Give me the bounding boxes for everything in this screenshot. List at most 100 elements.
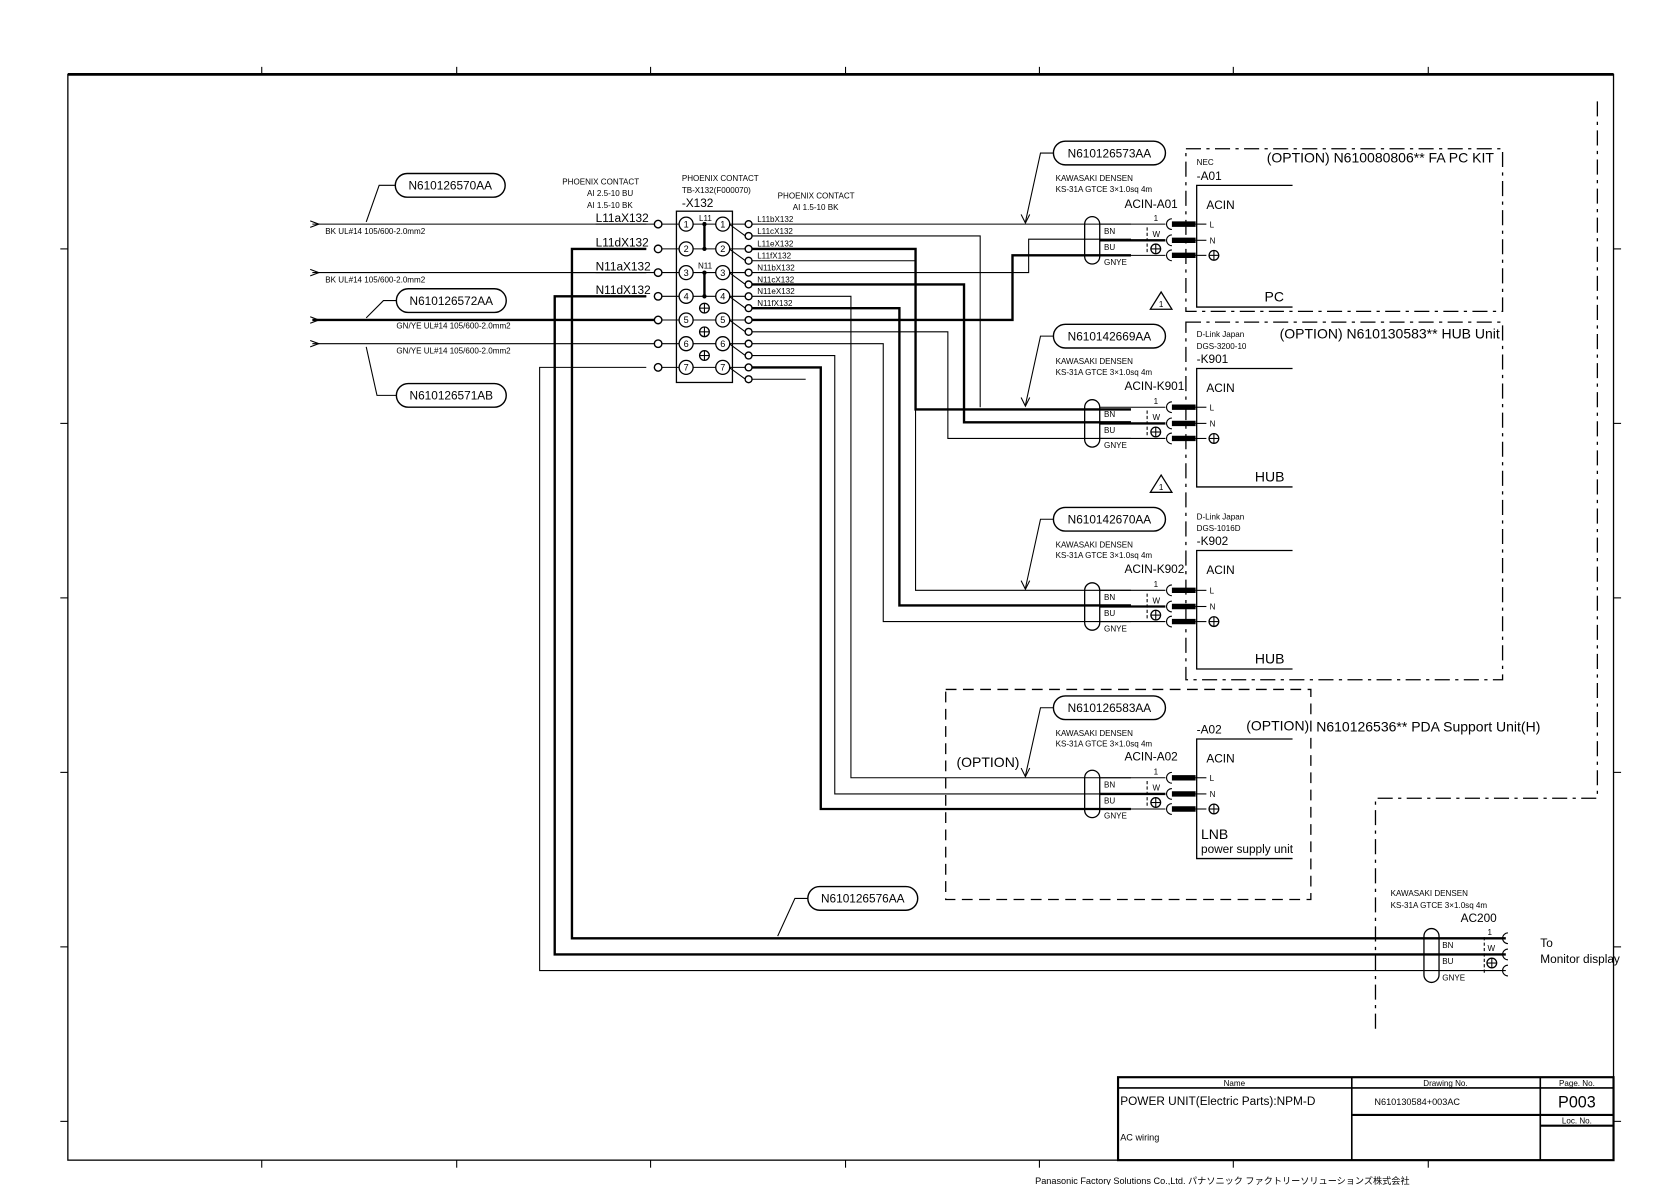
inlet-label: ACIN bbox=[1206, 381, 1234, 395]
cable-tag[interactable]: N610142670AA bbox=[1020, 506, 1167, 591]
ground-icon bbox=[1208, 432, 1220, 444]
cable-maker: KAWASAKI DENSEN bbox=[1391, 889, 1469, 898]
company-footer: Panasonic Factory Solutions Co.,Ltd. パナソ… bbox=[1035, 1175, 1409, 1185]
unit-designator: -A01 bbox=[1197, 169, 1222, 183]
ferrule[interactable] bbox=[744, 219, 753, 229]
ground-icon bbox=[1150, 797, 1162, 809]
ferrule[interactable] bbox=[744, 375, 753, 384]
cable-maker: KAWASAKI DENSEN bbox=[1056, 729, 1134, 738]
ferrule[interactable] bbox=[653, 362, 663, 372]
shield-label: W bbox=[1153, 413, 1161, 422]
socket-icon bbox=[1166, 234, 1172, 247]
cable-tag[interactable]: N610142669AA bbox=[1020, 323, 1167, 408]
ferrule[interactable] bbox=[653, 219, 663, 229]
cable-tag[interactable]: N610126570AA bbox=[365, 172, 506, 223]
socket-icon bbox=[1166, 218, 1172, 231]
inlet-pin-l: L bbox=[1210, 774, 1215, 783]
ferrule[interactable] bbox=[744, 363, 753, 372]
core-label: BU bbox=[1104, 797, 1115, 806]
cable-tag-label: N610142670AA bbox=[1068, 513, 1152, 527]
cable-tag[interactable]: N610126576AA bbox=[777, 885, 919, 937]
unit-name: LNB bbox=[1201, 826, 1228, 842]
core-label: BN bbox=[1104, 227, 1115, 236]
pin-number: 2 bbox=[720, 244, 725, 254]
monitor-cable: N610126576AA KAWASAKI DENSEN KS-31A GTCE… bbox=[777, 885, 1620, 984]
ferrule[interactable] bbox=[744, 292, 753, 301]
core-label: GNYE bbox=[1104, 624, 1127, 633]
inlet-label: ACIN bbox=[1206, 198, 1234, 212]
cable-tag[interactable]: N610126573AA bbox=[1020, 140, 1167, 225]
terminal-model: TB-X132(F000070) bbox=[682, 186, 751, 195]
ferrule[interactable] bbox=[653, 291, 663, 301]
inlet-label: ACIN bbox=[1206, 752, 1234, 766]
ferrule[interactable] bbox=[744, 303, 753, 313]
wire-label: GN/YE UL#14 105/600-2.0mm2 bbox=[396, 322, 511, 331]
cable-tag-label: N610142669AA bbox=[1068, 329, 1152, 343]
zone-ticks bbox=[60, 66, 1622, 1168]
monitor-feed-wires bbox=[539, 247, 1506, 972]
option-title: (OPTION) N610130583** HUB Unit bbox=[1280, 325, 1500, 341]
title-header: Name bbox=[1224, 1079, 1246, 1088]
ferrule[interactable] bbox=[653, 315, 663, 325]
ferrule[interactable] bbox=[744, 280, 753, 289]
fanout-labels: L11bX132 L11cX132 L11eX132 L11fX132 N11b… bbox=[757, 215, 795, 308]
connector-id: ACIN-A02 bbox=[1125, 750, 1178, 764]
ferrule[interactable] bbox=[653, 244, 663, 254]
border bbox=[67, 73, 1615, 1161]
inlet-pin-l: L bbox=[1210, 587, 1215, 596]
ground-icon bbox=[698, 326, 710, 338]
pin-label: 1 bbox=[1154, 397, 1159, 406]
pin-number: 4 bbox=[684, 292, 689, 302]
inlet-pin-n: N bbox=[1210, 603, 1216, 612]
outlet-feed-wires bbox=[751, 223, 1131, 811]
ferrule[interactable] bbox=[744, 327, 753, 336]
connector-id: ACIN-K902 bbox=[1125, 562, 1185, 576]
pin-label: 1 bbox=[1154, 580, 1159, 589]
ferrule-spec-left: AI 1.5-10 BK bbox=[587, 201, 633, 210]
cable-tag[interactable]: N610126571AB bbox=[365, 346, 507, 408]
option-box-fa-pc-kit: (OPTION) N610080806** FA PC KIT bbox=[1185, 148, 1504, 313]
ferrule[interactable] bbox=[744, 315, 753, 325]
ferrule[interactable] bbox=[744, 339, 753, 348]
ferrule[interactable] bbox=[653, 339, 663, 349]
socket-icon bbox=[1166, 771, 1172, 784]
inlet-pin-l: L bbox=[1210, 403, 1215, 412]
cable-tag[interactable]: N610126583AA bbox=[1020, 695, 1167, 778]
page-number: P003 bbox=[1558, 1093, 1596, 1111]
pin-number: 1 bbox=[720, 219, 725, 229]
ferrule[interactable] bbox=[653, 268, 663, 278]
cable-jacket bbox=[1423, 927, 1440, 984]
unit-name: power supply unit bbox=[1201, 842, 1294, 856]
wire-id: N11aX132 bbox=[596, 259, 651, 273]
unit-box bbox=[1196, 367, 1293, 488]
core-label: GNYE bbox=[1104, 812, 1127, 821]
ferrule-spec-right: AI 1.5-10 BK bbox=[793, 203, 839, 212]
ferrule[interactable] bbox=[744, 268, 753, 277]
cable-tag[interactable]: N610126572AA bbox=[365, 288, 507, 319]
ferrule[interactable] bbox=[744, 351, 753, 360]
core-label: GNYE bbox=[1104, 441, 1127, 450]
ground-icon bbox=[698, 302, 710, 314]
title-header: Drawing No. bbox=[1423, 1079, 1467, 1088]
ferrule[interactable] bbox=[744, 256, 753, 265]
unit-model: DGS-1016D bbox=[1197, 524, 1241, 533]
ferrule[interactable] bbox=[744, 231, 753, 241]
unit-vendor: NEC bbox=[1197, 158, 1214, 167]
core-label: GNYE bbox=[1104, 258, 1127, 267]
connector-id: ACIN-K901 bbox=[1125, 379, 1185, 393]
pin-number: 3 bbox=[684, 268, 689, 278]
terminal-block-x132: PHOENIX CONTACT AI 2.5-10 BU AI 1.5-10 B… bbox=[562, 174, 855, 384]
ferrule[interactable] bbox=[744, 244, 753, 254]
shield-label: W bbox=[1153, 596, 1161, 605]
pin-number: 7 bbox=[720, 363, 725, 373]
drawing-name: POWER UNIT(Electric Parts):NPM-D bbox=[1120, 1094, 1315, 1108]
